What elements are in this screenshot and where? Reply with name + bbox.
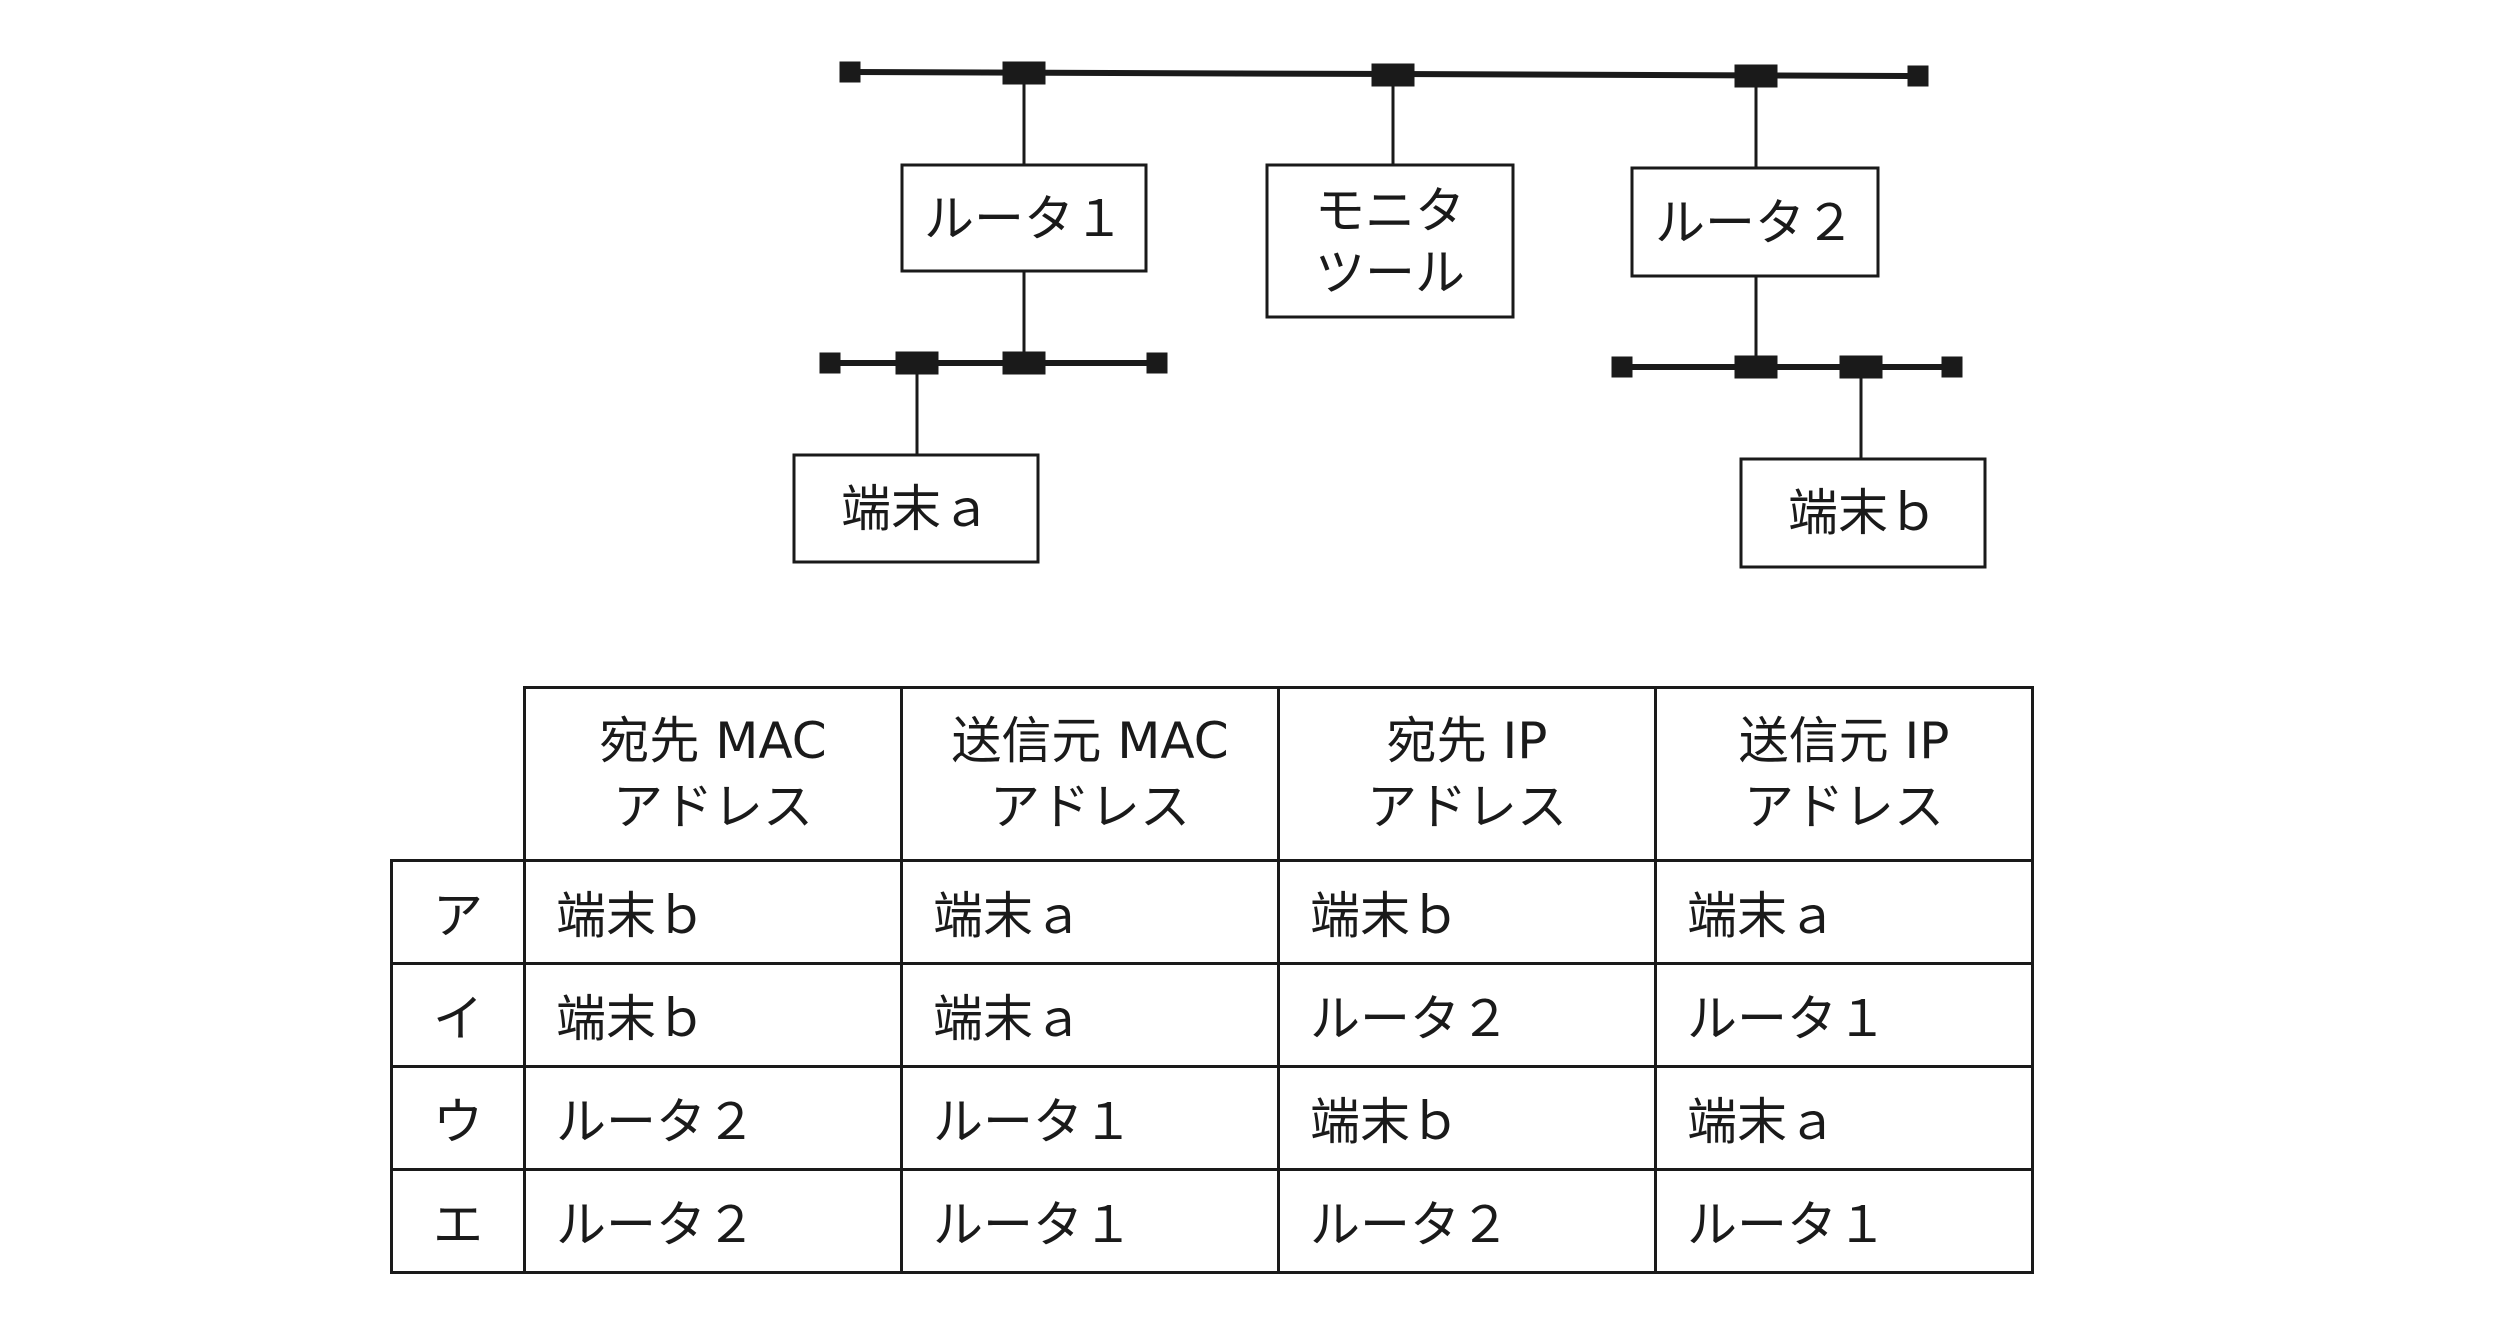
backbone-segment (839, 61, 1929, 88)
tap-connector (1734, 64, 1778, 88)
table-cell: 端末ｂ (523, 859, 903, 965)
table-cell: 端末ａ (1654, 859, 2034, 965)
tap-connector (895, 351, 939, 375)
terminal-b-label: 端末ｂ (1788, 484, 1938, 542)
table-row: ウ ルータ２ ルータ１ 端末ｂ 端末ａ (390, 1065, 2034, 1171)
tap-connector (1839, 355, 1883, 379)
header-line: アドレス (1367, 778, 1567, 836)
table-cell: 端末ｂ (523, 962, 903, 1068)
table-corner-cell (391, 687, 526, 862)
table-row: ア 端末ｂ 端末ａ 端末ｂ 端末ａ (390, 859, 2034, 965)
terminal-a-label: 端末ａ (841, 480, 991, 538)
header-line: 送信元 IP (1738, 712, 1950, 770)
table-header-row: 宛先 MAC アドレス 送信元 MAC アドレス 宛先 IP アドレス 送信元 … (391, 686, 2034, 862)
segment-terminator (1146, 352, 1168, 374)
segment-terminator (839, 61, 861, 83)
monitor-tool-node: モニタ ツール (1265, 163, 1515, 319)
table-cell: ルータ１ (1654, 1168, 2034, 1274)
answer-options-table: 宛先 MAC アドレス 送信元 MAC アドレス 宛先 IP アドレス 送信元 … (390, 686, 2034, 1274)
header-src-mac: 送信元 MAC アドレス (900, 686, 1280, 862)
monitor-label-line1: モニタ (1315, 182, 1465, 240)
table-cell: ルータ２ (1277, 1168, 1657, 1274)
router2-node: ルータ２ (1630, 166, 1880, 278)
header-dest-mac: 宛先 MAC アドレス (523, 686, 903, 862)
header-line: アドレス (1744, 778, 1944, 836)
router1-node: ルータ１ (900, 163, 1148, 273)
router2-label: ルータ２ (1655, 194, 1855, 252)
row-label: エ (390, 1168, 526, 1274)
table-cell: ルータ２ (523, 1065, 903, 1171)
tap-connector (1734, 355, 1778, 379)
table-cell: ルータ１ (900, 1065, 1280, 1171)
header-src-ip: 送信元 IP アドレス (1654, 686, 2034, 862)
segment-terminator (1941, 356, 1963, 378)
lan-a-segment (819, 351, 1168, 375)
table-row: イ 端末ｂ 端末ａ ルータ２ ルータ１ (390, 962, 2034, 1068)
header-line: 送信元 MAC (951, 712, 1229, 770)
row-label: ア (390, 859, 526, 965)
header-line: 宛先 MAC (599, 712, 827, 770)
terminal-a-node: 端末ａ (792, 453, 1040, 564)
table-row: エ ルータ２ ルータ１ ルータ２ ルータ１ (390, 1168, 2034, 1274)
segment-terminator (1611, 356, 1633, 378)
tap-connector (1002, 61, 1046, 85)
table-cell: 端末ａ (900, 962, 1280, 1068)
monitor-label-line2: ツール (1315, 244, 1465, 302)
header-dest-ip: 宛先 IP アドレス (1277, 686, 1657, 862)
segment-terminator (1907, 65, 1929, 87)
table-cell: ルータ２ (523, 1168, 903, 1274)
header-line: 宛先 IP (1386, 712, 1548, 770)
segment-terminator (819, 352, 841, 374)
lan-b-segment (1611, 355, 1963, 379)
header-line: アドレス (990, 778, 1190, 836)
router1-label: ルータ１ (924, 190, 1124, 248)
table-cell: 端末ａ (1654, 1065, 2034, 1171)
table-cell: 端末ａ (900, 859, 1280, 965)
table-cell: 端末ｂ (1277, 1065, 1657, 1171)
header-line: アドレス (613, 778, 813, 836)
network-diagram: ルータ１ モニタ ツール ルータ２ 端末ａ 端末ｂ (792, 61, 1987, 569)
table-cell: 端末ｂ (1277, 859, 1657, 965)
row-label: ウ (390, 1065, 526, 1171)
table-cell: ルータ１ (900, 1168, 1280, 1274)
table-cell: ルータ１ (1654, 962, 2034, 1068)
tap-connector (1371, 63, 1415, 87)
terminal-b-node: 端末ｂ (1739, 457, 1987, 569)
tap-connector (1002, 351, 1046, 375)
row-label: イ (390, 962, 526, 1068)
table-cell: ルータ２ (1277, 962, 1657, 1068)
